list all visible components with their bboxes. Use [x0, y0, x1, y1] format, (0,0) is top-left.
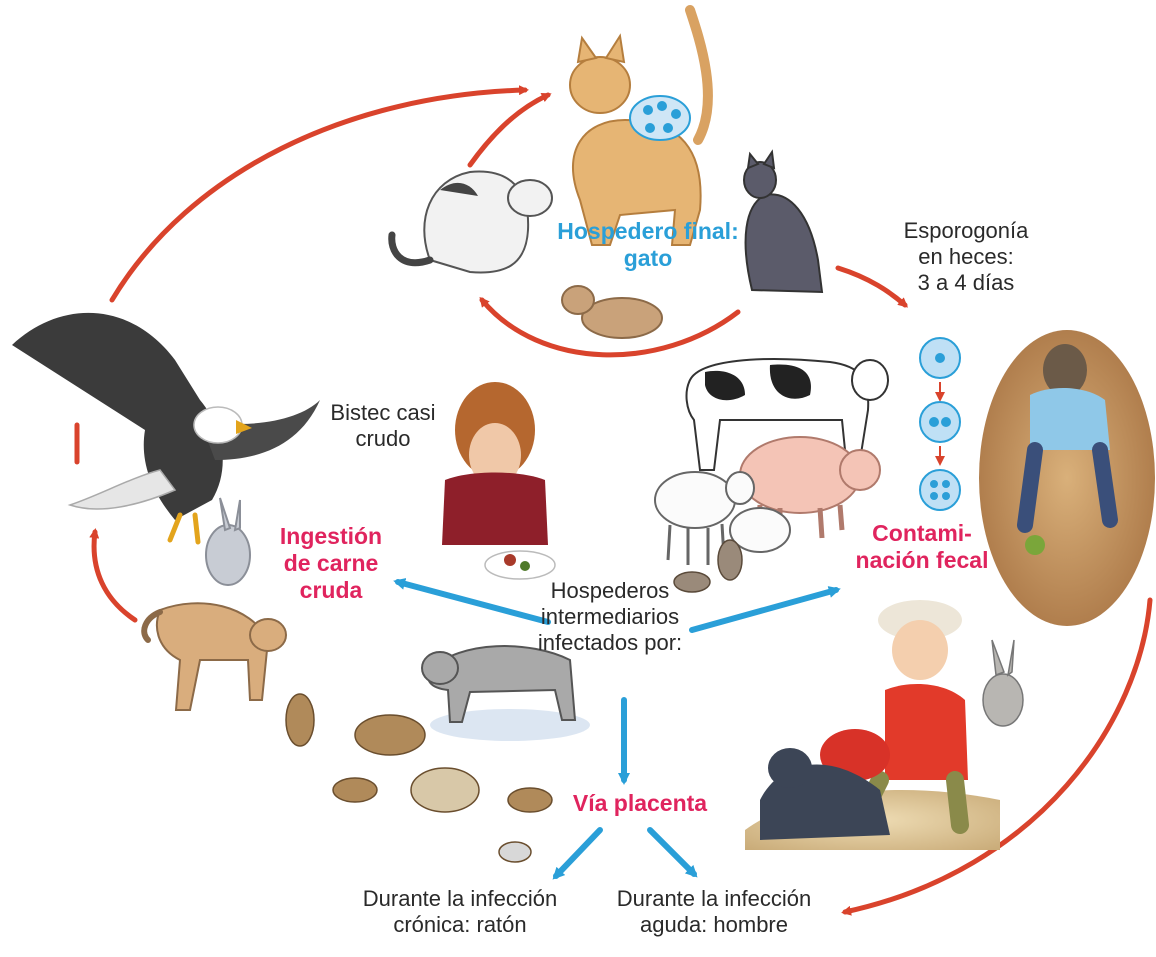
- arrow-to-chronic: [556, 830, 600, 876]
- steak-line1: Bistec casi: [318, 400, 448, 426]
- placenta-label: Vía placenta: [560, 790, 720, 817]
- sporogony-label: Esporogonía en heces: 3 a 4 días: [886, 218, 1046, 296]
- arrow-to-contamination: [692, 590, 836, 630]
- arrow-cat-eating-to-cat: [470, 95, 548, 165]
- wolf-illustration: [422, 646, 590, 741]
- steak-label: Bistec casi crudo: [318, 400, 448, 452]
- contamination-line2: nación fecal: [852, 547, 992, 574]
- eagle-illustration: [12, 313, 320, 542]
- sporogony-line1: Esporogonía: [886, 218, 1046, 244]
- sporogony-line3: 3 a 4 días: [886, 270, 1046, 296]
- acute-line1: Durante la infección: [604, 886, 824, 912]
- child-with-cat-photo: [745, 600, 1000, 850]
- final-host-line1: Hospedero final:: [548, 218, 748, 245]
- arrow-to-acute: [650, 830, 694, 874]
- small-cat-illustration: [562, 286, 662, 338]
- final-host-label: Hospedero final: gato: [548, 218, 748, 272]
- contamination-label: Contami- nación fecal: [852, 520, 992, 574]
- gardening-person-photo: [979, 330, 1155, 626]
- steak-line2: crudo: [318, 426, 448, 452]
- ingestion-line2: de carne: [266, 550, 396, 577]
- cat-eating-illustration: [392, 172, 552, 273]
- oocyst-icon: [920, 338, 960, 510]
- ingestion-line1: Ingestión: [266, 523, 396, 550]
- arrow-dog-to-eagle: [94, 532, 135, 620]
- acute-infection-label: Durante la infección aguda: hombre: [604, 886, 824, 938]
- rabbit-right-illustration: [983, 640, 1023, 726]
- final-host-line2: gato: [548, 245, 748, 272]
- ingestion-line3: cruda: [266, 577, 396, 604]
- sporogony-line2: en heces:: [886, 244, 1046, 270]
- intermediate-line3: infectados por:: [522, 630, 698, 656]
- intermediate-line1: Hospederos: [522, 578, 698, 604]
- woman-eating-photo: [442, 382, 555, 579]
- dog-illustration: [144, 603, 286, 710]
- acute-line2: aguda: hombre: [604, 912, 824, 938]
- intermediate-hosts-label: Hospederos intermediarios infectados por…: [522, 578, 698, 656]
- ingestion-label: Ingestión de carne cruda: [266, 523, 396, 604]
- intermediate-line2: intermediarios: [522, 604, 698, 630]
- chronic-line1: Durante la infección: [350, 886, 570, 912]
- chronic-infection-label: Durante la infección crónica: ratón: [350, 886, 570, 938]
- dark-cat-illustration: [744, 152, 822, 292]
- rabbit-illustration: [206, 498, 250, 585]
- contamination-line1: Contami-: [852, 520, 992, 547]
- cat-illustration: [570, 10, 708, 245]
- chronic-line2: crónica: ratón: [350, 912, 570, 938]
